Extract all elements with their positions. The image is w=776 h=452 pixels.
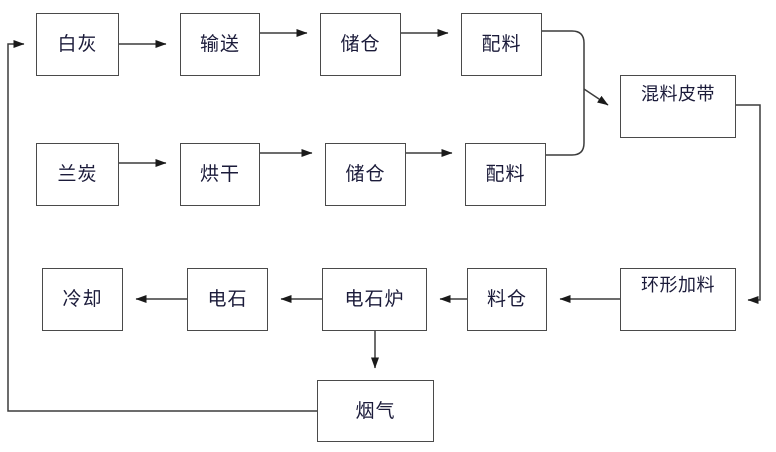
node-shu-song[interactable]: 输送: [180, 13, 260, 76]
node-label-lan-tan: 兰炭: [57, 163, 98, 185]
node-label-pei-liao-2: 配料: [485, 163, 526, 185]
node-label-leng-que: 冷却: [62, 288, 103, 310]
node-label-chu-cang-2: 储仓: [345, 163, 386, 185]
node-pei-liao-2[interactable]: 配料: [465, 143, 546, 206]
node-dian-shi[interactable]: 电石: [187, 268, 268, 331]
node-label-hong-gan: 烘干: [199, 163, 240, 185]
node-pei-liao-1[interactable]: 配料: [461, 13, 542, 76]
node-label-yan-qi: 烟气: [355, 399, 396, 422]
edge-feedback-to-bai-hui: [7, 40, 317, 412]
node-label-shu-song: 输送: [199, 33, 240, 55]
node-hun-liao-pi-dai[interactable]: 混料皮带: [620, 75, 736, 138]
node-label-bai-hui: 白灰: [57, 33, 98, 55]
node-liao-cang[interactable]: 料仓: [467, 268, 547, 331]
node-label-dian-shi: 电石: [207, 288, 248, 310]
node-yan-qi[interactable]: 烟气: [317, 380, 434, 442]
node-bai-hui[interactable]: 白灰: [36, 13, 119, 76]
node-label-hun-liao-pi-dai: 混料皮带: [641, 84, 715, 105]
edge-hun-liao-to-huan-xing: [736, 104, 761, 304]
edge-pei-liao-1-brace: [542, 30, 585, 95]
node-chu-cang-1[interactable]: 储仓: [320, 13, 401, 76]
node-chu-cang-2[interactable]: 储仓: [325, 143, 406, 206]
node-label-dian-shi-lu: 电石炉: [344, 288, 405, 310]
edge-pei-liao-2-brace: [546, 95, 585, 156]
node-lan-tan[interactable]: 兰炭: [36, 143, 119, 206]
node-huan-xing-jia-liao[interactable]: 环形加料: [620, 268, 736, 331]
node-leng-que[interactable]: 冷却: [42, 268, 123, 331]
node-label-pei-liao-1: 配料: [481, 33, 522, 55]
node-hong-gan[interactable]: 烘干: [180, 143, 260, 206]
node-label-huan-xing-jia-liao: 环形加料: [641, 275, 715, 296]
node-label-liao-cang: 料仓: [486, 288, 527, 310]
node-label-chu-cang-1: 储仓: [340, 33, 381, 55]
node-dian-shi-lu[interactable]: 电石炉: [322, 268, 427, 331]
edge-brace-to-hun-liao: [583, 88, 609, 106]
